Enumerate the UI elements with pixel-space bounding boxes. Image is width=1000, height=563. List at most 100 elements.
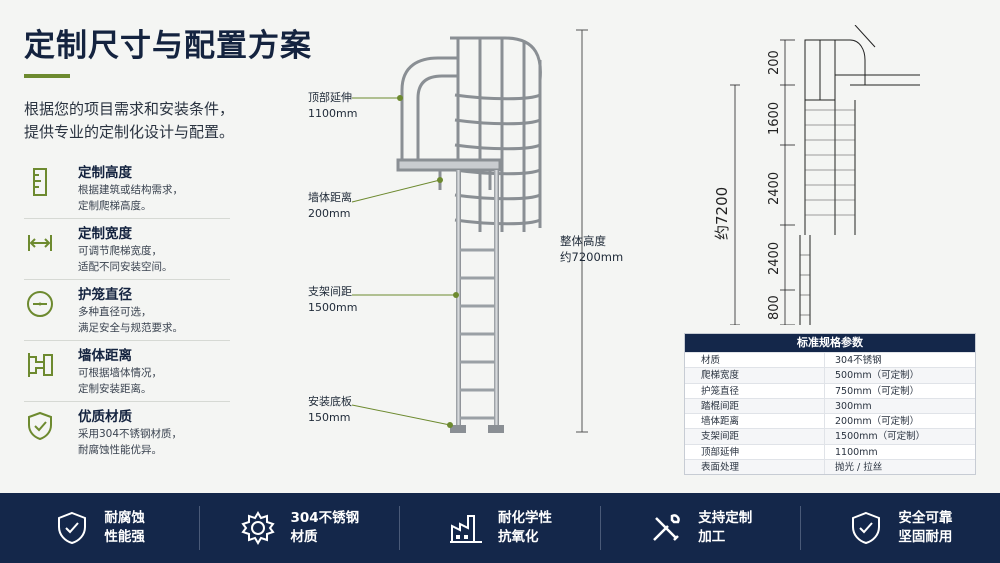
feature-item-height: 定制高度 根据建筑或结构需求， 定制爬梯高度。 bbox=[24, 158, 230, 219]
spec-heading: 标准规格参数 bbox=[685, 334, 975, 352]
table-row: 顶部延伸 1100mm bbox=[685, 443, 975, 460]
footer-text: 耐腐蚀 bbox=[104, 510, 145, 526]
callout-label: 整体高度 bbox=[560, 234, 606, 248]
spec-value: 300mm bbox=[835, 400, 872, 412]
feature-list: 定制高度 根据建筑或结构需求， 定制爬梯高度。 定制宽度 可调节爬梯宽度， 适配… bbox=[24, 158, 230, 463]
callout-value: 约7200mm bbox=[560, 250, 624, 264]
wall-distance-icon bbox=[28, 353, 53, 377]
callout-value: 1100mm bbox=[308, 107, 358, 120]
wrench-screwdriver-icon bbox=[653, 514, 680, 541]
footer-item-chemical: 耐化学性抗氧化 bbox=[400, 506, 601, 550]
footer-text: 耐化学性 bbox=[498, 510, 552, 526]
spec-key: 爬梯宽度 bbox=[685, 368, 825, 383]
spec-key: 支架间距 bbox=[685, 429, 825, 444]
footer-text: 材质 bbox=[290, 529, 318, 545]
footer-bar: 耐腐蚀性能强 304不锈钢材质 耐化学性抗氧化 支持定制加工 安全可靠坚固耐用 bbox=[0, 493, 1000, 563]
title-accent-bar bbox=[24, 74, 70, 78]
spec-value: 750mm（可定制） bbox=[835, 385, 920, 397]
callout-label: 顶部延伸 bbox=[308, 91, 352, 104]
feature-title: 优质材质 bbox=[78, 409, 132, 425]
factory-icon bbox=[450, 515, 482, 543]
callout-label: 安装底板 bbox=[308, 395, 352, 408]
footer-text: 抗氧化 bbox=[498, 529, 539, 545]
shield-check-icon bbox=[58, 511, 87, 545]
feature-title: 定制高度 bbox=[78, 165, 132, 181]
width-arrows-icon bbox=[28, 235, 52, 251]
shield-check-icon bbox=[28, 411, 52, 441]
callout-label: 墙体距离 bbox=[308, 191, 352, 204]
dim-label: 2400 bbox=[767, 172, 782, 205]
spec-key: 顶部延伸 bbox=[685, 444, 825, 460]
spec-value: 抛光 / 拉丝 bbox=[835, 462, 883, 474]
feature-desc: 耐腐蚀性能优异。 bbox=[78, 444, 162, 456]
table-row: 爬梯宽度 500mm（可定制） bbox=[685, 367, 975, 383]
feature-desc: 根据建筑或结构需求， bbox=[78, 184, 183, 196]
footer-text: 安全可靠 bbox=[898, 510, 953, 526]
spec-key: 材质 bbox=[685, 353, 825, 368]
footer-text: 坚固耐用 bbox=[898, 529, 953, 545]
callout-wall-distance: 墙体距离 200mm bbox=[308, 190, 352, 222]
table-row: 踏棍间距 300mm bbox=[685, 397, 975, 414]
footer-item-safety: 安全可靠坚固耐用 bbox=[801, 506, 1000, 550]
gear-icon bbox=[241, 511, 276, 545]
spec-key: 墙体距离 bbox=[685, 414, 825, 429]
callout-top-extension: 顶部延伸 1100mm bbox=[308, 90, 357, 122]
callout-base-plate: 安装底板 150mm bbox=[308, 394, 352, 426]
feature-desc: 定制安装距离。 bbox=[78, 383, 152, 395]
spec-value: 1500mm（可定制） bbox=[835, 431, 926, 443]
footer-text: 304不锈钢 bbox=[290, 510, 360, 526]
feature-desc: 多种直径可选， bbox=[78, 306, 152, 318]
callout-support-spacing: 支架间距 1500mm bbox=[308, 284, 357, 316]
technical-drawing: 200 1600 2400 2400 800 约7200 bbox=[713, 25, 920, 325]
intro-line: 提供专业的定制化设计与配置。 bbox=[24, 123, 235, 141]
spec-table: 标准规格参数 材质 304不锈钢 爬梯宽度 500mm（可定制） 护笼直径 750mm… bbox=[684, 333, 976, 476]
footer-text: 加工 bbox=[698, 529, 726, 545]
intro-line: 根据您的项目需求和安装条件， bbox=[24, 100, 235, 118]
feature-title: 墙体距离 bbox=[78, 348, 132, 364]
intro-text: 根据您的项目需求和安装条件， 提供专业的定制化设计与配置。 bbox=[24, 98, 294, 144]
callout-value: 200mm bbox=[308, 207, 351, 220]
feature-desc: 适配不同安装空间。 bbox=[78, 261, 173, 273]
callout-label: 支架间距 bbox=[308, 285, 352, 298]
feature-desc: 定制爬梯高度。 bbox=[78, 200, 152, 212]
table-row: 材质 304不锈钢 bbox=[685, 352, 975, 368]
spec-key: 护笼直径 bbox=[685, 383, 825, 398]
feature-desc: 满足安全与规范要求。 bbox=[78, 322, 183, 334]
table-row: 护笼直径 750mm（可定制） bbox=[685, 382, 975, 398]
callout-overall-height: 整体高度 约7200mm bbox=[560, 233, 623, 265]
feature-item-width: 定制宽度 可调节爬梯宽度， 适配不同安装空间。 bbox=[24, 219, 230, 280]
spec-value: 200mm（可定制） bbox=[835, 416, 920, 428]
feature-item-wall-distance: 墙体距离 可根据墙体情况， 定制安装距离。 bbox=[24, 341, 230, 402]
callout-value: 150mm bbox=[308, 411, 351, 424]
feature-desc: 可根据墙体情况， bbox=[78, 367, 162, 379]
table-row: 支架间距 1500mm（可定制） bbox=[685, 428, 975, 444]
feature-title: 护笼直径 bbox=[78, 287, 132, 303]
footer-text: 性能强 bbox=[104, 529, 145, 545]
height-ruler-icon bbox=[33, 168, 47, 196]
feature-title: 定制宽度 bbox=[78, 226, 132, 242]
footer-item-corrosion: 耐腐蚀性能强 bbox=[0, 506, 201, 550]
diameter-circle-icon bbox=[27, 291, 53, 317]
shield-check-icon bbox=[852, 511, 881, 545]
ladder-illustration bbox=[351, 29, 588, 433]
feature-desc: 可调节爬梯宽度， bbox=[78, 245, 162, 257]
callout-value: 1500mm bbox=[308, 301, 358, 314]
dim-label: 800 bbox=[767, 295, 782, 320]
footer-item-custom: 支持定制加工 bbox=[601, 506, 801, 550]
feature-item-diameter: 护笼直径 多种直径可选， 满足安全与规范要求。 bbox=[24, 280, 230, 341]
table-row: 表面处理抛光 / 拉丝 bbox=[685, 459, 975, 475]
dim-total: 约7200 bbox=[713, 187, 731, 240]
dim-label: 1600 bbox=[767, 102, 782, 135]
spec-key: 表面处理 bbox=[685, 460, 825, 475]
feature-desc: 采用304不锈钢材质， bbox=[78, 428, 183, 440]
footer-item-material: 304不锈钢材质 bbox=[200, 506, 401, 550]
spec-value: 500mm（可定制） bbox=[835, 370, 920, 382]
footer-text: 支持定制 bbox=[698, 510, 753, 526]
spec-value: 304不锈钢 bbox=[835, 355, 882, 366]
table-row: 墙体距离 200mm（可定制） bbox=[685, 413, 975, 429]
dim-label: 200 bbox=[767, 50, 782, 75]
spec-value: 1100mm bbox=[835, 446, 878, 458]
feature-item-material: 优质材质 采用304不锈钢材质， 耐腐蚀性能优异。 bbox=[24, 402, 230, 463]
page-title: 定制尺寸与配置方案 bbox=[24, 28, 312, 64]
spec-key: 踏棍间距 bbox=[685, 398, 825, 414]
